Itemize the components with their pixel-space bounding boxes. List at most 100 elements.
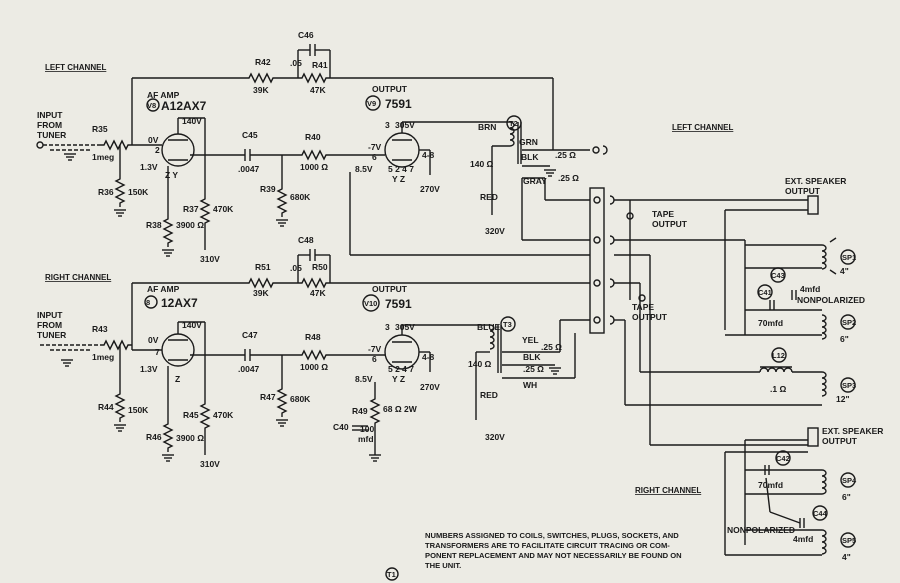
value-label: mfd [358,434,374,444]
value-label: 1000 Ω [300,162,328,172]
ref-r45: R45 [183,410,199,420]
pin-label: 4-8 [422,352,435,362]
ref-sp4: SP4 [842,476,857,485]
value-label: .05 [290,58,302,68]
tape-label: TAPE [632,302,654,312]
note-line: NUMBERS ASSIGNED TO COILS, SWITCHES, PLU… [425,531,679,540]
tube-func: OUTPUT [372,84,408,94]
pin-label: Y Z [392,174,405,184]
tube-id: V10 [364,299,377,308]
voltage-label: 8.5V [355,374,373,384]
tube-v9 [384,132,420,168]
ref-r51: R51 [255,262,271,272]
value-label: 680K [290,394,311,404]
ref-r46: R46 [146,432,162,442]
voltage-label: -7V [368,344,382,354]
input-label: TUNER [37,130,66,140]
pin-label: 3 [385,322,390,332]
tape-label: OUTPUT [652,219,688,229]
value-label: 70mfd [758,480,783,490]
value-label: 47K [310,85,326,95]
value-label: 68 Ω 2W [383,404,418,414]
wire-label: BLK [523,352,541,362]
ref-r43: R43 [92,324,108,334]
ref-l12: L12 [772,351,785,360]
ref-sp3: SP3 [842,381,856,390]
speaker-size: 6" [840,334,849,344]
ref-r39: R39 [260,184,276,194]
value-label: .25 Ω [523,364,544,374]
tube-func: AF AMP [147,284,180,294]
voltage-label: 140V [182,116,202,126]
voltage-label: 320V [485,432,505,442]
voltage-label: 1.3V [140,364,158,374]
pin-label: 2 [155,145,160,155]
voltage-label: 0V [148,335,159,345]
ref-r38: R38 [146,220,162,230]
value-label: 1000 Ω [300,362,328,372]
tube-type: 7591 [385,97,412,111]
ref-c42: C42 [776,454,790,463]
ref-r42: R42 [255,57,271,67]
voltage-label: 1.3V [140,162,158,172]
value-label: .25 Ω [541,342,562,352]
ref-r48: R48 [305,332,321,342]
ref-t3: T3 [503,320,512,329]
value-label: 140 Ω [468,359,492,369]
voltage-label: 270V [420,382,440,392]
wire-label: BLUE [477,322,500,332]
input-jack-left [36,141,100,161]
ref-c45: C45 [242,130,258,140]
ext-speaker-label: OUTPUT [785,186,821,196]
wire-label: RED [480,390,498,400]
pin-label: 6 [372,152,377,162]
input-label: INPUT [37,310,63,320]
voltage-label: 8.5V [355,164,373,174]
pin-label: 5 2 4 7 [388,164,414,174]
voltage-label: 0V [148,135,159,145]
value-label: 1meg [92,352,114,362]
wire-label: WH [523,380,537,390]
ref-c47: C47 [242,330,258,340]
tube-type: A12AX7 [161,99,207,113]
ref-r47: R47 [260,392,276,402]
ref-r37: R37 [183,204,199,214]
tube-id: V9 [367,99,376,108]
pin-label: Y Z [392,374,405,384]
voltage-label: 310V [200,254,220,264]
value-label: 70mfd [758,318,783,328]
wire-label: GRAY [523,176,547,186]
voltage-label: 140V [182,320,202,330]
ref-c46: C46 [298,30,314,40]
ext-speaker-label: EXT. SPEAKER [822,426,883,436]
speaker-size: 12" [836,394,850,404]
pin-label: 7 [155,347,160,357]
wire-label: YEL [522,335,539,345]
note-line: PONENT REPLACEMENT AND MAY NOT NECESSARI… [425,551,682,560]
pin-label: 6 [372,354,377,364]
ref-t2: T2 [509,119,518,128]
speaker-size: 4" [842,552,851,562]
tube-v8-bottom [161,333,195,367]
ref-sp5: SP5 [842,536,856,545]
ref-t1: T1 [387,570,396,579]
speaker-size: 4" [840,266,849,276]
value-label: 100 [360,424,374,434]
value-label: 140 Ω [470,159,494,169]
ref-r40: R40 [305,132,321,142]
value-label: 39K [253,85,269,95]
value-label: 4mfd [793,534,813,544]
value-label: 470K [213,410,234,420]
value-label: 39K [253,288,269,298]
note-line: THE UNIT. [425,561,461,570]
ext-speaker-label: OUTPUT [822,436,858,446]
value-label: 4mfd [800,284,820,294]
pin-label: 5 2 4 7 [388,364,414,374]
ref-r35: R35 [92,124,108,134]
ref-c40: C40 [333,422,349,432]
value-label: 3900 Ω [176,220,204,230]
ref-sp1: SP1 [842,253,856,262]
input-label: INPUT [37,110,63,120]
value-label: 470K [213,204,234,214]
